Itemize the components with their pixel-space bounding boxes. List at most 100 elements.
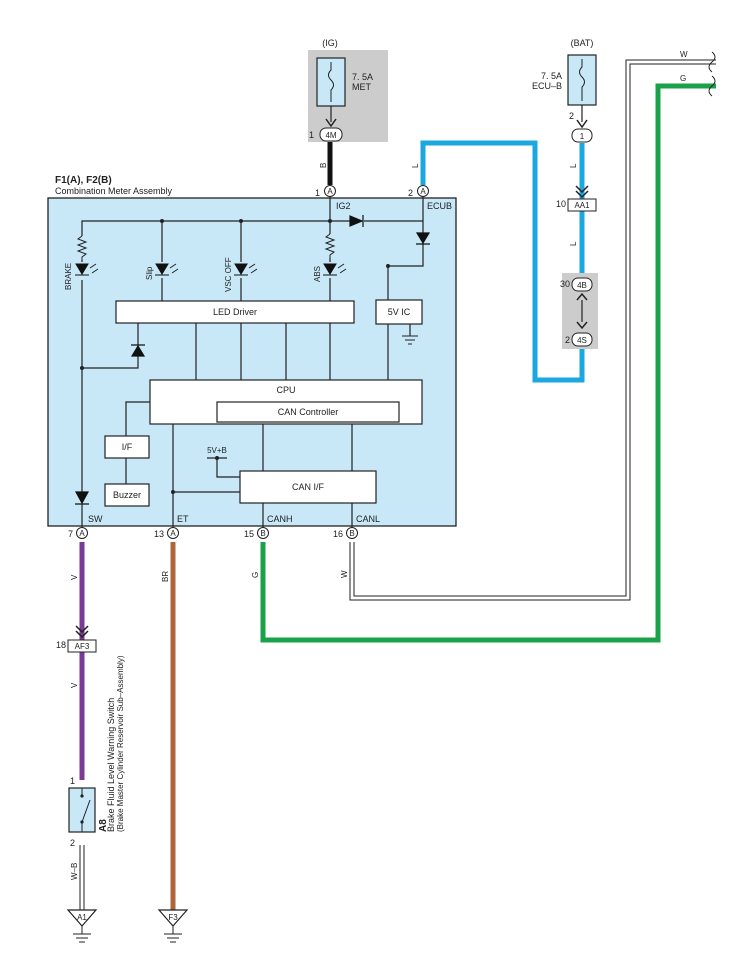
wire-labels: B L L L W G V V BR G W W–B bbox=[70, 50, 688, 880]
fuse-bat: (BAT) 7. 5A ECU–B 2 1 bbox=[532, 38, 597, 143]
connector-af3 bbox=[67, 639, 97, 653]
wire-break-mark bbox=[708, 51, 716, 97]
wire-label-canl: W bbox=[340, 570, 349, 578]
fuse-symbol-icon bbox=[328, 62, 334, 102]
wire-label-ecub: L bbox=[411, 163, 420, 168]
five-v-ic-block bbox=[375, 299, 423, 325]
led-brake: BRAKE bbox=[64, 263, 99, 290]
led-driver-label: LED Driver bbox=[213, 307, 257, 317]
pin-canh-label: CANH bbox=[267, 514, 293, 524]
buzzer-label: Buzzer bbox=[113, 490, 141, 500]
pin-ecub-conn: A bbox=[420, 187, 426, 196]
combination-meter-assembly: F1(A), F2(B) Combination Meter Assembly … bbox=[47, 175, 457, 539]
internal-wiring bbox=[81, 197, 424, 530]
assembly-connector-ref: F1(A), F2(B) bbox=[55, 175, 112, 186]
pin-et-label: ET bbox=[177, 514, 189, 524]
led-brake-icon bbox=[75, 263, 89, 276]
wire-label-canh: G bbox=[251, 572, 260, 578]
pin-canh-connector bbox=[257, 527, 269, 539]
pin-sw-no: 7 bbox=[68, 529, 73, 539]
light-rays-icon bbox=[248, 263, 258, 274]
led-brake-label: BRAKE bbox=[64, 263, 73, 290]
connector-af3-group: 18 AF3 bbox=[56, 625, 97, 653]
connector-aa1 bbox=[567, 198, 597, 212]
connector-4s-pin: 2 bbox=[565, 335, 570, 345]
switch-code: A8 bbox=[98, 819, 109, 832]
diode-brake-driver-icon bbox=[130, 344, 146, 357]
connector-1 bbox=[571, 128, 593, 143]
led-vsc-label: VSC OFF bbox=[224, 257, 233, 292]
connector-4b bbox=[571, 277, 593, 292]
wire-canh-green bbox=[260, 83, 716, 643]
ground-triangle-icon bbox=[66, 909, 98, 927]
fuse-ig-source: (IG) bbox=[322, 38, 338, 48]
pin-canl-label: CANL bbox=[356, 514, 380, 524]
if-label: I/F bbox=[122, 442, 133, 452]
diode-sw-icon bbox=[74, 491, 90, 505]
fuse-ig-pin: 1 bbox=[309, 130, 314, 140]
can-if-block bbox=[239, 470, 377, 504]
ground-f3-label: F3 bbox=[168, 913, 178, 922]
pin-et-connector bbox=[167, 527, 179, 539]
pin-canl-connector bbox=[346, 527, 358, 539]
wire-label-sw2: V bbox=[70, 682, 79, 688]
wire-label-wb: W–B bbox=[70, 863, 79, 880]
pin-et-conn: A bbox=[170, 529, 176, 538]
cpu-label: CPU bbox=[276, 385, 295, 395]
wire-label-top-w: W bbox=[680, 50, 688, 59]
ground-triangle-icon bbox=[157, 909, 189, 927]
connector-4m-label: 4M bbox=[325, 131, 336, 140]
wire-label-bat1: L bbox=[569, 163, 578, 168]
arrow-up-icon bbox=[576, 292, 588, 301]
wire-label-sw1: V bbox=[70, 574, 79, 580]
double-arrow-icon bbox=[75, 625, 89, 639]
light-rays-icon bbox=[89, 263, 99, 274]
pin-canh-no: 15 bbox=[244, 529, 254, 539]
switch-sub: (Brake Master Cylinder Reservoir Sub–Ass… bbox=[116, 655, 125, 832]
can-if-label: CAN I/F bbox=[292, 482, 325, 492]
ground-icon bbox=[164, 926, 182, 943]
connector-aa1-label: AA1 bbox=[574, 201, 590, 210]
diode-ig2-icon bbox=[349, 215, 364, 227]
can-controller-label: CAN Controller bbox=[278, 407, 339, 417]
ground-icon bbox=[402, 335, 418, 345]
connector-4b-pin: 30 bbox=[560, 279, 570, 289]
arrow-down-icon bbox=[576, 321, 588, 330]
wire-label-ig: B bbox=[319, 163, 328, 168]
led-vsc-icon bbox=[234, 263, 248, 276]
fuse-bat-name: ECU–B bbox=[532, 81, 562, 91]
fuse-symbol-icon bbox=[579, 59, 585, 101]
light-rays-icon bbox=[169, 263, 179, 274]
connector-af3-label: AF3 bbox=[75, 642, 90, 651]
junction-dots bbox=[80, 219, 390, 494]
connector-4s bbox=[571, 332, 593, 347]
led-slip-label: Slip bbox=[145, 266, 154, 280]
fuse-ig-rating: 7. 5A bbox=[352, 72, 373, 82]
connector-4b-label: 4B bbox=[577, 281, 587, 290]
ground-icon bbox=[73, 926, 91, 943]
led-slip: Slip bbox=[145, 263, 179, 280]
connector-1-label: 1 bbox=[580, 132, 585, 141]
pin-ecub-connector bbox=[417, 185, 429, 197]
fuse-bat-source: (BAT) bbox=[571, 38, 594, 48]
pin-ecub-label: ECUB bbox=[427, 201, 452, 211]
pin-sw-connector bbox=[76, 527, 88, 539]
ground-a1-label: A1 bbox=[77, 913, 87, 922]
led-driver-block bbox=[115, 300, 355, 324]
fuse-ig: (IG) 7. 5A MET 1 4M bbox=[308, 38, 388, 142]
fuse-bat-rating: 7. 5A bbox=[541, 71, 562, 81]
five-v-ic-label: 5V IC bbox=[388, 307, 411, 317]
ground-a1: A1 bbox=[66, 909, 98, 943]
ground-f3: F3 bbox=[157, 909, 189, 943]
resistor-brake-icon bbox=[76, 235, 88, 260]
led-abs: ABS bbox=[313, 263, 347, 282]
if-block bbox=[104, 435, 150, 459]
connector-aa1-group: 10 AA1 bbox=[556, 185, 597, 212]
led-abs-label: ABS bbox=[313, 266, 322, 282]
switch-pin-bottom: 2 bbox=[70, 838, 75, 848]
pin-ig2-no: 1 bbox=[315, 188, 320, 198]
fuse-ig-name: MET bbox=[352, 82, 372, 92]
wire-label-bat2: L bbox=[569, 241, 578, 246]
assembly-name: Combination Meter Assembly bbox=[55, 186, 173, 196]
brake-fluid-switch: 1 2 A8 Brake Fluid Level Warning Switch … bbox=[68, 655, 125, 848]
